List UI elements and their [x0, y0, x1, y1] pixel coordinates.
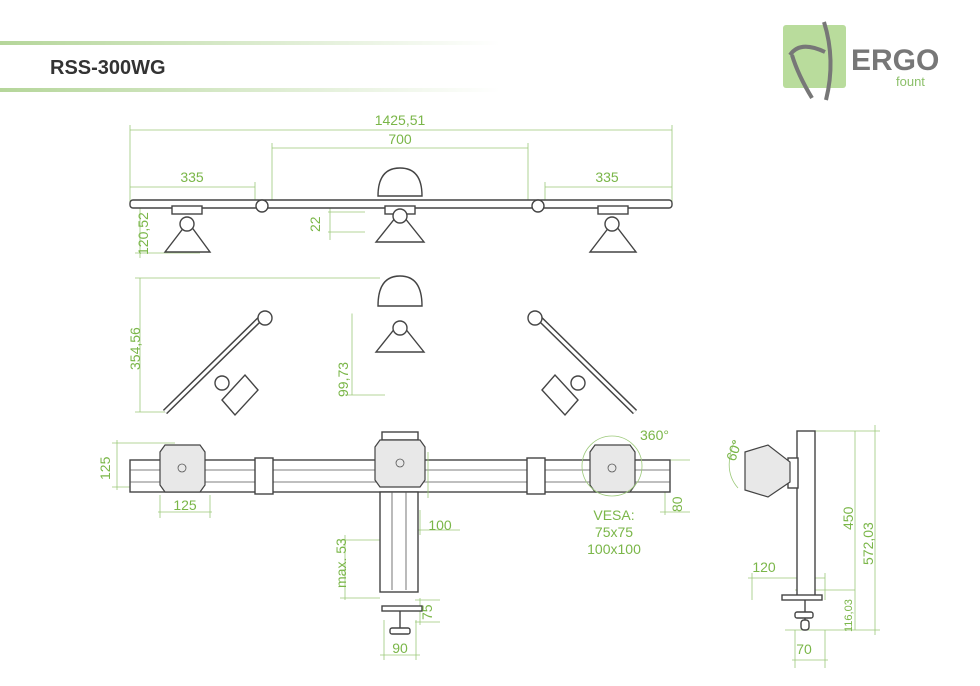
dim-base-width: 90	[392, 640, 408, 656]
dim-right-arm: 335	[595, 169, 619, 185]
dim-center-width: 700	[388, 131, 412, 147]
dim-max-clamp: max. 53	[333, 538, 349, 588]
logo-subtext: fount	[896, 74, 925, 89]
dim-side-clamp-width: 70	[796, 641, 812, 657]
side-view: 60° 450 572,03 120 116,03 70	[723, 425, 880, 668]
dim-top-depth: 120,52	[135, 212, 151, 255]
dim-rotation: 360°	[640, 427, 669, 443]
dim-rail-height: 80	[669, 496, 685, 512]
dim-angled-offset: 99,73	[335, 362, 351, 397]
top-view: 1425,51 700 335 335 120,52 22	[129, 112, 673, 258]
front-view: 125 125 100 max. 53 75 90 80 360° VESA: …	[97, 427, 690, 660]
header-bar-top	[0, 41, 500, 45]
dim-tilt: 60°	[723, 438, 745, 463]
angled-view: 354,56 99,73	[127, 275, 638, 417]
ergofount-logo: ERGO fount	[783, 21, 939, 101]
header-bar-bottom	[0, 88, 500, 92]
vesa-size-2: 100x100	[587, 541, 641, 557]
logo-text: ERGO	[851, 44, 939, 77]
dim-total-height: 572,03	[860, 522, 876, 565]
dim-left-arm: 335	[180, 169, 204, 185]
vesa-label: VESA:	[593, 507, 634, 523]
page-title: RSS-300WG	[50, 57, 166, 79]
dim-clamp-height: 75	[419, 604, 435, 620]
dim-side-clamp-height: 116,03	[843, 599, 855, 632]
dim-plate-width: 125	[173, 497, 197, 513]
dim-side-depth: 120	[752, 559, 776, 575]
dim-pole-height: 450	[840, 506, 856, 530]
dim-plate-height: 125	[97, 456, 113, 480]
vesa-size-1: 75x75	[595, 524, 633, 540]
dim-pole-width: 100	[428, 517, 452, 533]
dim-angled-depth: 354,56	[127, 327, 143, 370]
dim-offset: 22	[307, 216, 323, 232]
dim-overall-width: 1425,51	[375, 112, 426, 128]
